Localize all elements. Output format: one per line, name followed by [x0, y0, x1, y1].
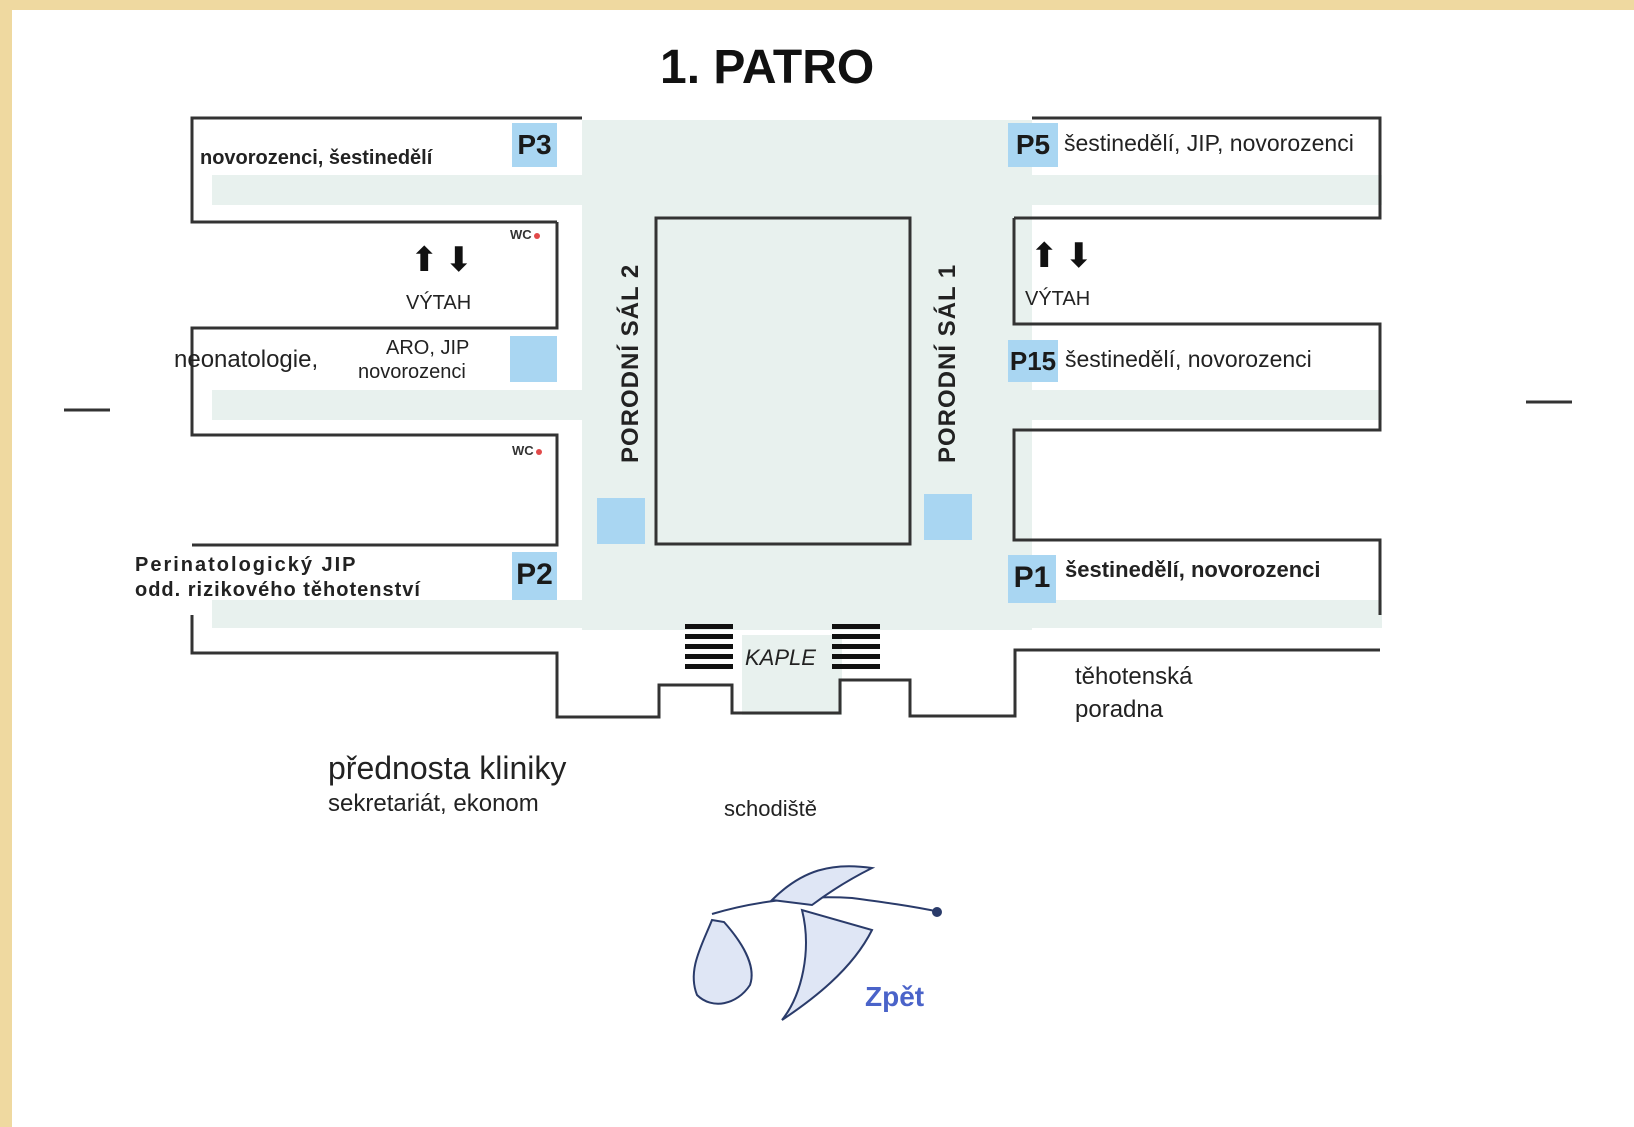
secretariat-label: sekretariát, ekonom — [328, 790, 539, 817]
room-p2-badge[interactable]: P2 — [512, 552, 557, 600]
back-link[interactable]: Zpět — [865, 981, 925, 1012]
room-p1-badge[interactable]: P1 — [1008, 555, 1056, 603]
neo-label-newborn: novorozenci — [358, 361, 466, 383]
chapel-label: KAPLE — [745, 645, 816, 670]
floor-plan-frame: 1. PATRO novorozenci, šestinedělí P3 P5 … — [12, 10, 1634, 1127]
p2-label-line1: Perinatologický JIP — [135, 554, 358, 576]
p1-label: šestinedělí, novorozenci — [1065, 557, 1321, 582]
stairs-marks — [685, 624, 880, 669]
corridors — [212, 120, 1382, 715]
neo-label: neonatologie, — [174, 346, 319, 373]
blue-markers — [510, 336, 972, 544]
elevator-left-label: VÝTAH — [406, 292, 472, 314]
elevator-right-label: VÝTAH — [1025, 288, 1091, 310]
stork-icon — [692, 865, 942, 1021]
wc-marker-1: WC — [510, 227, 540, 242]
p3-label: novorozenci, šestinedělí — [200, 147, 433, 169]
head-office-label: přednosta kliniky — [328, 750, 567, 786]
room-p3-badge[interactable]: P3 — [512, 123, 557, 167]
room-p5-badge[interactable]: P5 — [1008, 123, 1058, 167]
neo-label-aro: ARO, JIP — [386, 337, 470, 359]
delivery-room-1-label: PORODNÍ SÁL 1 — [934, 263, 961, 463]
room-p15-badge[interactable]: P15 — [1008, 340, 1058, 382]
elevator-left-icon: ⬆⬇ — [410, 241, 479, 279]
p2-label-line2: odd. rizikového těhotenství — [135, 579, 421, 601]
p5-label: šestinedělí, JIP, novorozenci — [1064, 130, 1354, 156]
floor-plan — [64, 116, 1572, 1021]
page-title: 1. PATRO — [660, 41, 875, 94]
stairs-label: schodiště — [724, 796, 817, 821]
prenatal-label-line2: poradna — [1075, 696, 1164, 723]
p15-label: šestinedělí, novorozenci — [1065, 346, 1312, 372]
prenatal-label-line1: těhotenská — [1075, 663, 1193, 690]
walls — [64, 116, 1572, 719]
wc-marker-2: WC — [512, 443, 542, 458]
elevator-right-icon: ⬆⬇ — [1030, 237, 1099, 275]
delivery-room-2-label: PORODNÍ SÁL 2 — [617, 263, 644, 463]
